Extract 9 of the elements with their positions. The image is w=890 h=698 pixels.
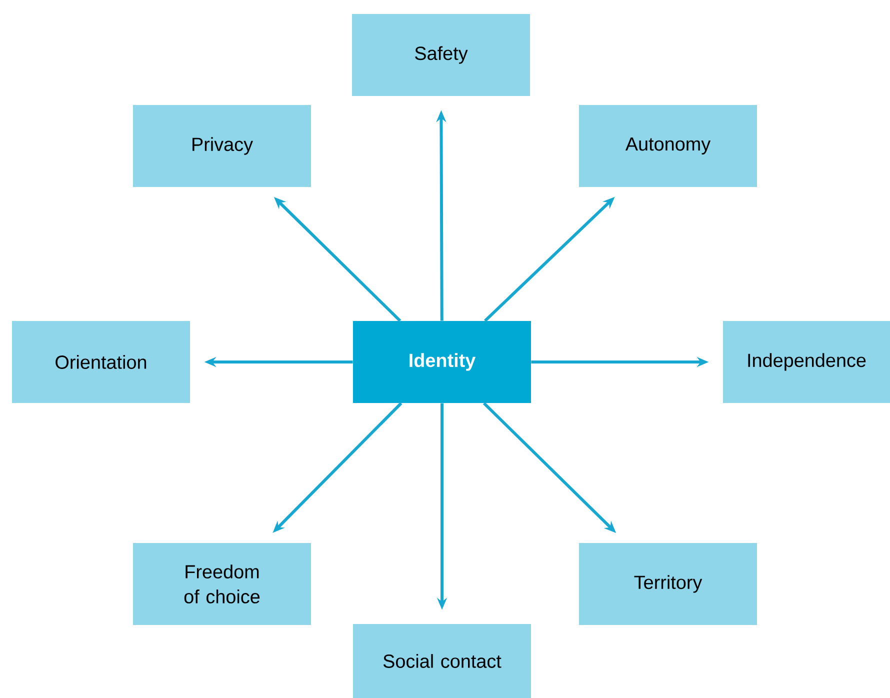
center-box: Identity [353,321,531,403]
concept-box: Social contact [353,624,531,698]
concept-box: Orientation [12,321,190,403]
concept-box: Territory [579,543,757,625]
concept-box: Safety [352,14,530,96]
concept-box: Autonomy [579,105,757,187]
concept-box: Freedom of choice [133,543,311,625]
concept-box: Independence [723,321,890,403]
concept-box: Privacy [133,105,311,187]
